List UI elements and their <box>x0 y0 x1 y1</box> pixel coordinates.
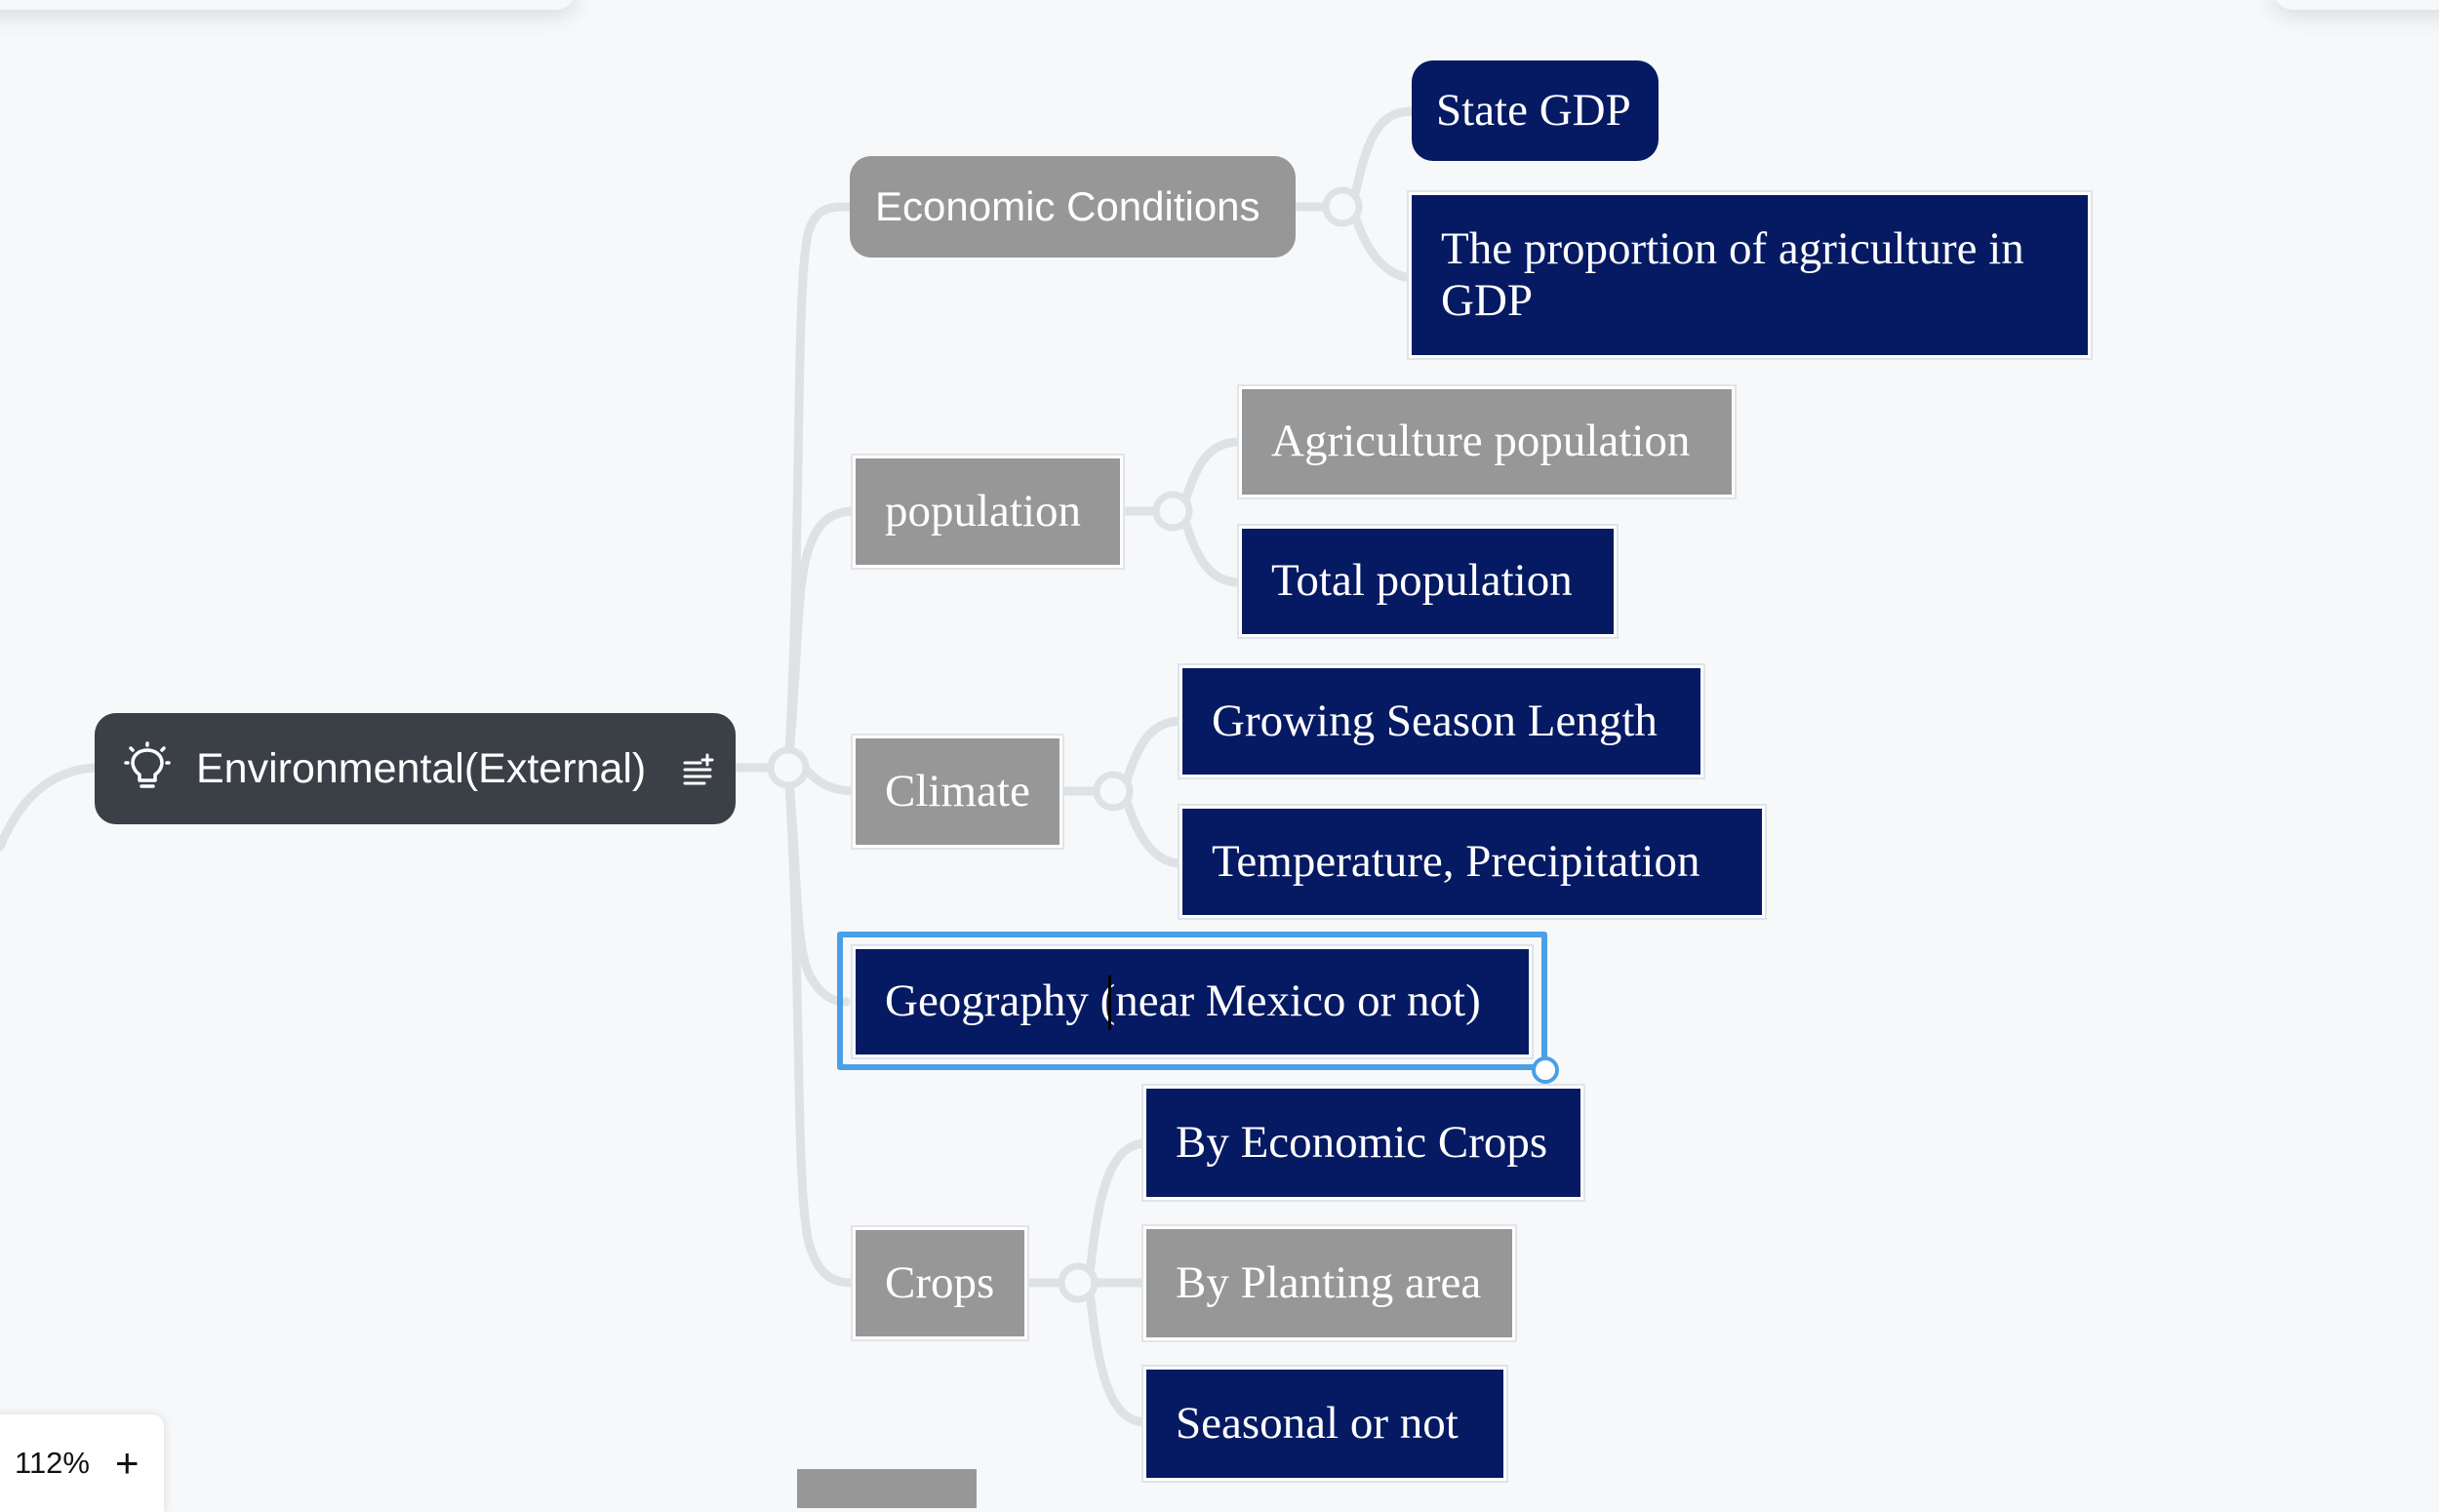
subtopic-by-planting-area-label: By Planting area <box>1176 1256 1482 1308</box>
notes-icon[interactable] <box>681 751 716 786</box>
root-collapse-toggle <box>767 746 810 789</box>
subtopic-agriculture-population-label: Agriculture population <box>1271 416 1691 467</box>
subtopic-temperature-precipitation-label: Temperature, Precipitation <box>1212 835 1700 887</box>
selection-frame <box>837 932 1547 1070</box>
topic-population[interactable]: population <box>853 456 1123 568</box>
climate-collapse-toggle <box>1093 771 1134 812</box>
lightbulb-icon <box>124 741 171 788</box>
economic-collapse-toggle <box>1322 186 1363 227</box>
subtopic-by-planting-area[interactable]: By Planting area <box>1143 1226 1515 1340</box>
offscreen-topic[interactable] <box>797 1469 977 1508</box>
topic-geography[interactable]: Geography (near Mexico or not) <box>853 946 1532 1057</box>
crops-collapse-toggle <box>1058 1262 1099 1303</box>
topic-economic-conditions[interactable]: Economic Conditions <box>850 156 1296 258</box>
topic-geography-label: Geography (near Mexico or not) <box>885 975 1481 1027</box>
subtopic-by-economic-crops-label: By Economic Crops <box>1176 1116 1548 1168</box>
topic-economic-conditions-label: Economic Conditions <box>875 183 1260 230</box>
trunk-link-climate <box>800 763 860 796</box>
topic-climate-label: Climate <box>885 765 1030 816</box>
topic-crops[interactable]: Crops <box>853 1227 1027 1339</box>
topic-climate[interactable]: Climate <box>853 736 1062 848</box>
zoom-level[interactable]: 112% <box>15 1446 90 1480</box>
subtopic-growing-season-length[interactable]: Growing Season Length <box>1180 665 1703 777</box>
subtopic-growing-season-length-label: Growing Season Length <box>1212 695 1658 746</box>
toolbar-shadow-right <box>2273 0 2439 10</box>
root-topic-label: Environmental(External) <box>196 744 647 792</box>
trunk-link-crops <box>783 763 860 1288</box>
root-incoming-link <box>0 763 100 852</box>
subtopic-seasonal-or-not[interactable]: Seasonal or not <box>1143 1367 1506 1481</box>
topic-crops-label: Crops <box>885 1256 995 1308</box>
trunk-link-population <box>783 506 860 773</box>
subtopic-state-gdp[interactable]: State GDP <box>1412 60 1659 161</box>
subtopic-temperature-precipitation[interactable]: Temperature, Precipitation <box>1180 806 1765 918</box>
topic-population-label: population <box>885 485 1082 537</box>
text-cursor <box>1108 975 1111 1030</box>
toolbar-shadow-left <box>0 0 576 10</box>
zoom-control: 112% + <box>0 1414 164 1512</box>
subtopic-total-population[interactable]: Total population <box>1239 526 1617 637</box>
subtopic-agriculture-population[interactable]: Agriculture population <box>1239 386 1735 497</box>
subtopic-seasonal-or-not-label: Seasonal or not <box>1176 1397 1459 1449</box>
subtopic-total-population-label: Total population <box>1271 555 1573 607</box>
subtopic-by-economic-crops[interactable]: By Economic Crops <box>1143 1086 1583 1200</box>
subtopic-agriculture-gdp-share[interactable]: The proportion of agriculture in GDP <box>1409 192 2091 358</box>
root-topic[interactable]: Environmental(External) <box>95 713 736 824</box>
resize-handle[interactable] <box>1532 1056 1559 1084</box>
population-collapse-toggle <box>1152 491 1193 532</box>
subtopic-agriculture-gdp-share-label: The proportion of agriculture in GDP <box>1441 222 2024 326</box>
zoom-in-button[interactable]: + <box>115 1440 140 1486</box>
subtopic-state-gdp-label: State GDP <box>1436 84 1631 136</box>
